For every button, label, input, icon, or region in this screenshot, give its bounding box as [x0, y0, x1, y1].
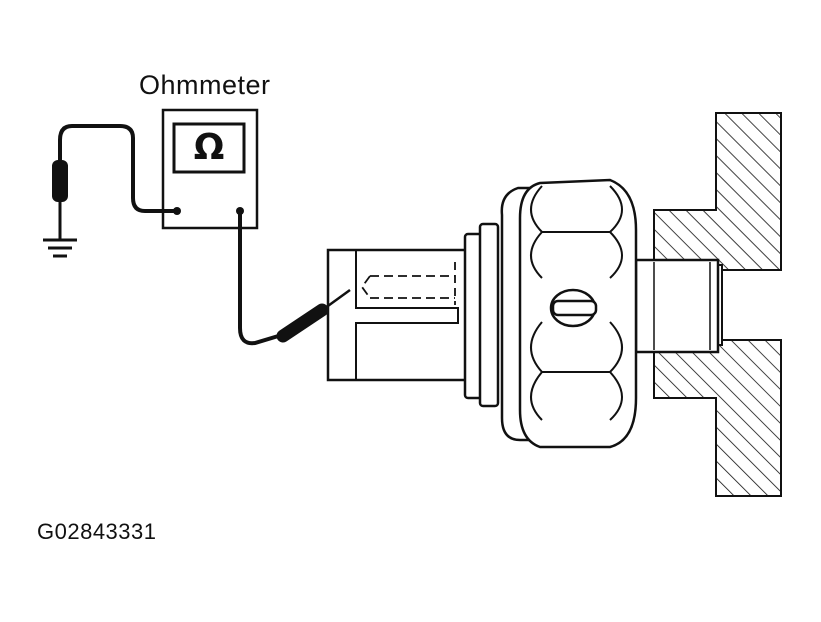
ground-symbol-icon	[43, 238, 77, 258]
figure-id: G02843331	[37, 519, 157, 544]
meter-display	[172, 122, 246, 174]
sensor-connector	[326, 222, 500, 408]
probe-lead	[238, 211, 351, 346]
sensor-hex-body	[500, 178, 638, 449]
ground-lead	[52, 124, 177, 240]
ohmmeter	[161, 108, 259, 230]
ohm-symbol-icon: Ω	[193, 127, 225, 168]
sensor-stem	[634, 258, 720, 354]
ohmmeter-label: Ohmmeter	[139, 70, 271, 100]
